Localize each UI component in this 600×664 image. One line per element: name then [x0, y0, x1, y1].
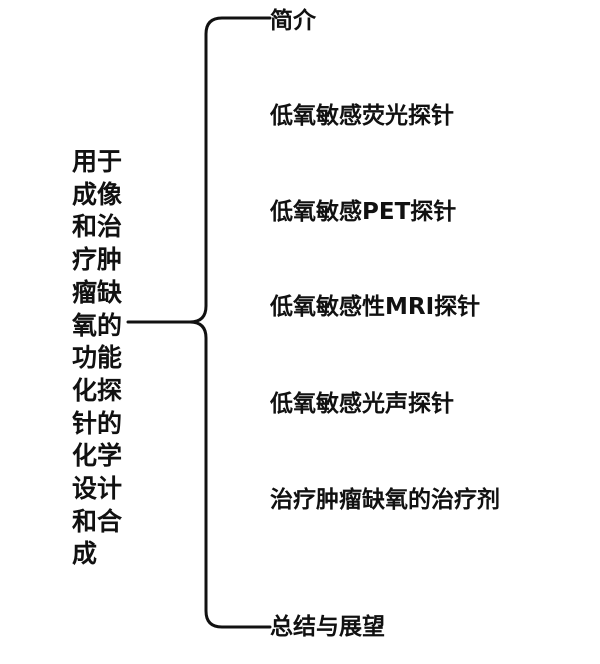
branch-mri-probes: 低氧敏感性MRI探针 — [270, 294, 481, 320]
branch-pet-probes: 低氧敏感PET探针 — [270, 199, 457, 225]
branch-introduction: 简介 — [270, 8, 316, 34]
branch-therapeutic-agents: 治疗肿瘤缺氧的治疗剂 — [270, 487, 500, 513]
root-topic-label: 用于成像和治疗肿瘤缺氧的功能化探针的化学设计和合成 — [72, 147, 123, 569]
branch-fluorescent-probes: 低氧敏感荧光探针 — [270, 103, 454, 129]
branch-summary-outlook: 总结与展望 — [270, 614, 385, 640]
brace-path — [126, 16, 272, 629]
branch-photoacoustic-probes: 低氧敏感光声探针 — [270, 391, 454, 417]
